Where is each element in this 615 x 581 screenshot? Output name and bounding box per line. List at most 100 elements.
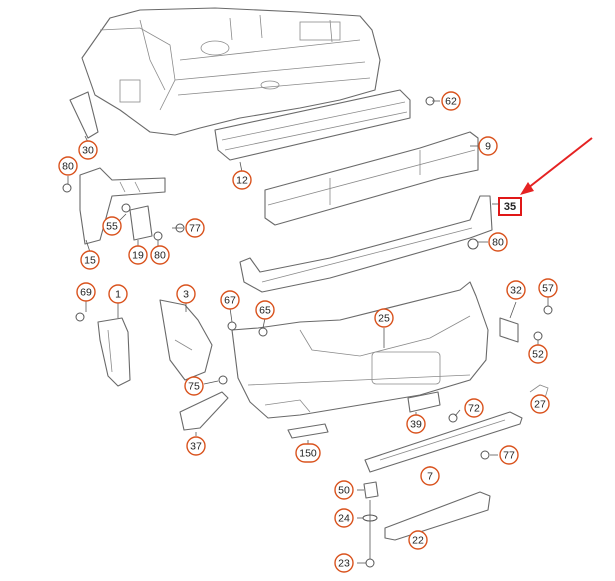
callout-77-7[interactable]: 77 — [185, 218, 205, 238]
callout-label: 52 — [532, 349, 544, 361]
callout-30-3[interactable]: 30 — [78, 140, 98, 160]
callout-label: 3 — [183, 289, 189, 301]
callout-62-0[interactable]: 62 — [441, 91, 461, 111]
callout-label: 69 — [80, 287, 92, 299]
callout-7-26[interactable]: 7 — [420, 466, 440, 486]
lower-trim-assembly — [364, 411, 523, 473]
callout-label: 50 — [338, 485, 350, 497]
callout-label: 1 — [115, 289, 121, 301]
diffuser-trim — [384, 491, 491, 541]
callout-67-14[interactable]: 67 — [220, 290, 240, 310]
callout-label: 9 — [485, 141, 491, 153]
callout-label: 150 — [299, 448, 317, 460]
callout-ring — [464, 398, 484, 418]
callout-22-30[interactable]: 22 — [408, 530, 428, 550]
callout-label: 80 — [62, 161, 74, 173]
callout-label: 72 — [468, 403, 480, 415]
callout-75-20[interactable]: 75 — [184, 376, 204, 396]
callout-24-29[interactable]: 24 — [334, 508, 354, 528]
reflector-bracket — [499, 317, 519, 343]
callout-72-23[interactable]: 72 — [464, 398, 484, 418]
callout-label: 19 — [132, 250, 144, 262]
callout-9-1[interactable]: 9 — [478, 136, 498, 156]
callout-80-9[interactable]: 80 — [150, 245, 170, 265]
callout-label: 62 — [445, 96, 457, 108]
callout-80-4[interactable]: 80 — [58, 156, 78, 176]
callout-ring — [506, 280, 526, 300]
callout-label: 57 — [542, 283, 554, 295]
callout-ring — [499, 445, 519, 465]
callout-19-8[interactable]: 19 — [128, 245, 148, 265]
callout-39-22[interactable]: 39 — [406, 414, 426, 434]
callout-ring — [76, 282, 96, 302]
callout-3-13[interactable]: 3 — [176, 284, 196, 304]
callout-25-16[interactable]: 25 — [374, 308, 394, 328]
energy-absorber — [264, 131, 479, 226]
callout-label: 37 — [190, 441, 202, 453]
callout-ring — [528, 344, 548, 364]
callout-ring — [102, 216, 122, 236]
callout-27-24[interactable]: 27 — [530, 394, 550, 414]
callout-69-11[interactable]: 69 — [76, 282, 96, 302]
callout-label: 80 — [492, 237, 504, 249]
callout-23-31[interactable]: 23 — [334, 553, 354, 573]
bumper-cover — [231, 281, 489, 419]
callout-80-10[interactable]: 80 — [488, 232, 508, 252]
callout-ring — [530, 394, 550, 414]
callout-52-19[interactable]: 52 — [528, 344, 548, 364]
callout-label: 75 — [188, 381, 200, 393]
callout-ring — [255, 300, 275, 320]
callout-ring — [232, 170, 252, 190]
callout-label: 77 — [189, 223, 201, 235]
callout-label: 7 — [427, 471, 433, 483]
callout-ring — [220, 290, 240, 310]
callout-label: 24 — [338, 513, 350, 525]
callout-55-6[interactable]: 55 — [102, 216, 122, 236]
hanger-clip — [407, 391, 441, 413]
car-body-rear-section — [81, 7, 381, 136]
callout-65-15[interactable]: 65 — [255, 300, 275, 320]
callout-12-2[interactable]: 12 — [232, 170, 252, 190]
callout-label: 77 — [503, 450, 515, 462]
vertical-bracket — [75, 312, 131, 387]
callout-label: 22 — [412, 535, 424, 547]
callout-57-18[interactable]: 57 — [538, 278, 558, 298]
highlighted-callout[interactable]: 35 — [498, 197, 522, 216]
callout-77-27[interactable]: 77 — [499, 445, 519, 465]
callout-ring — [334, 480, 354, 500]
callout-label: 30 — [82, 145, 94, 157]
callout-1-12[interactable]: 1 — [108, 284, 128, 304]
side-mount-bracket — [179, 391, 229, 431]
fasteners — [62, 96, 553, 460]
left-side-bracket — [69, 91, 166, 245]
callout-ring — [80, 250, 100, 270]
callout-label: 80 — [154, 250, 166, 262]
callout-37-21[interactable]: 37 — [186, 436, 206, 456]
callout-ring — [186, 436, 206, 456]
callout-ring — [478, 136, 498, 156]
callout-ring — [408, 530, 428, 550]
callout-ring — [334, 553, 354, 573]
red-arrow-pointer — [520, 137, 593, 195]
callout-ring — [185, 218, 205, 238]
callout-ring — [176, 284, 196, 304]
callout-15-5[interactable]: 15 — [80, 250, 100, 270]
callout-label: 32 — [510, 285, 522, 297]
callout-label: 12 — [236, 175, 248, 187]
callout-label: 65 — [259, 305, 271, 317]
highlighted-callout-label: 35 — [504, 201, 516, 213]
callout-ring — [538, 278, 558, 298]
callout-32-17[interactable]: 32 — [506, 280, 526, 300]
callout-50-28[interactable]: 50 — [334, 480, 354, 500]
side-guide-block — [121, 203, 163, 241]
callout-label: 23 — [338, 558, 350, 570]
vertical-screw-stack — [362, 481, 379, 568]
callout-150-25[interactable]: 150 — [295, 443, 321, 463]
callout-ring — [78, 140, 98, 160]
callout-label: 39 — [410, 419, 422, 431]
callout-ring — [108, 284, 128, 304]
callout-ring — [184, 376, 204, 396]
callout-ring — [334, 508, 354, 528]
bumper-reinforcement-beam — [214, 89, 411, 161]
